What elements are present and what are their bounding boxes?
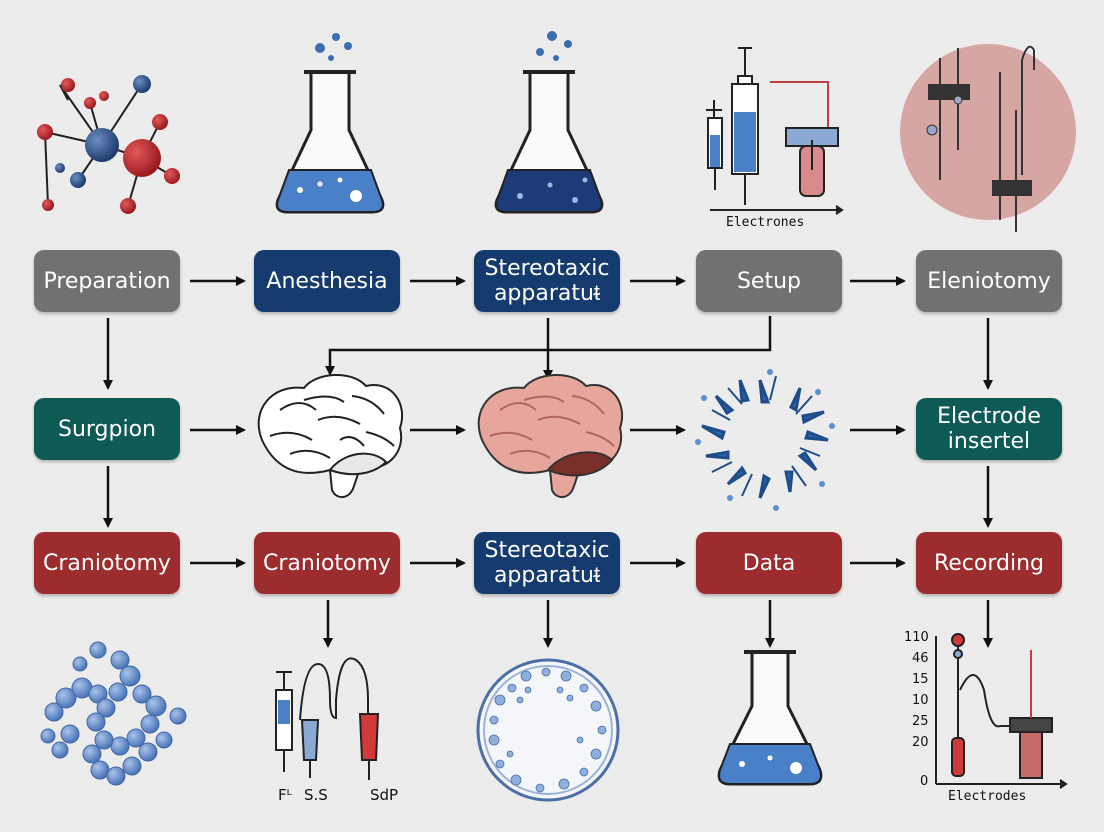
molecule-icon: [37, 75, 180, 214]
brain-sketch-icon: [257, 373, 403, 498]
recording-tick-5: 20: [912, 735, 929, 750]
recording-tick-3: 10: [912, 693, 929, 708]
syringe-setup-icon: [706, 47, 844, 215]
node-data: Data: [696, 532, 842, 594]
recording-tick-6: 0: [920, 774, 929, 789]
flask-icon-3: [717, 650, 823, 786]
protein-chain-icon: [40, 641, 187, 786]
syringe-label-3: SdP: [370, 786, 398, 804]
recording-tick-2: 15: [912, 672, 929, 687]
node-recording: Recording: [916, 532, 1062, 594]
recording-tick-0: 110: [904, 630, 929, 645]
recording-setup-icon: [935, 633, 1068, 789]
node-preparation: Preparation: [34, 250, 180, 312]
node-craniotomy-1: Craniotomy: [34, 532, 180, 594]
node-surgpion: Surgpion: [34, 398, 180, 460]
brain-colored-icon: [477, 373, 623, 498]
syringe-label-1: Fᴸ: [278, 786, 293, 804]
neuron-cluster-icon: [695, 369, 835, 511]
syringe-label-2: S.S: [304, 786, 328, 804]
recording-axis-label: Electrodes: [948, 789, 1026, 804]
recording-tick-1: 46: [912, 651, 929, 666]
node-anesthesia: Anesthesia: [254, 250, 400, 312]
arrow-setup-brain: [325, 316, 772, 376]
node-setup: Setup: [696, 250, 842, 312]
node-craniotomy-2: Craniotomy: [254, 532, 400, 594]
node-stereotaxic-apparatus-2: Stereotaxic apparatuᵵ: [474, 532, 620, 594]
node-eleniotomy: Eleniotomy: [916, 250, 1062, 312]
node-electrode-insertel: Electrode insertel: [916, 398, 1062, 460]
flask-icon-2: [494, 31, 604, 214]
electrode-rig-icon: [900, 44, 1076, 232]
node-stereotaxic-apparatus-1: Stereotaxic apparatuᵵ: [474, 250, 620, 312]
flask-icon-1: [275, 33, 385, 214]
cell-culture-icon: [476, 658, 620, 802]
syringe-trio-icon: [275, 657, 380, 780]
syringe-axis-label: Electrones: [726, 215, 804, 230]
recording-tick-4: 25: [912, 714, 929, 729]
connector-arrows: [103, 276, 993, 648]
